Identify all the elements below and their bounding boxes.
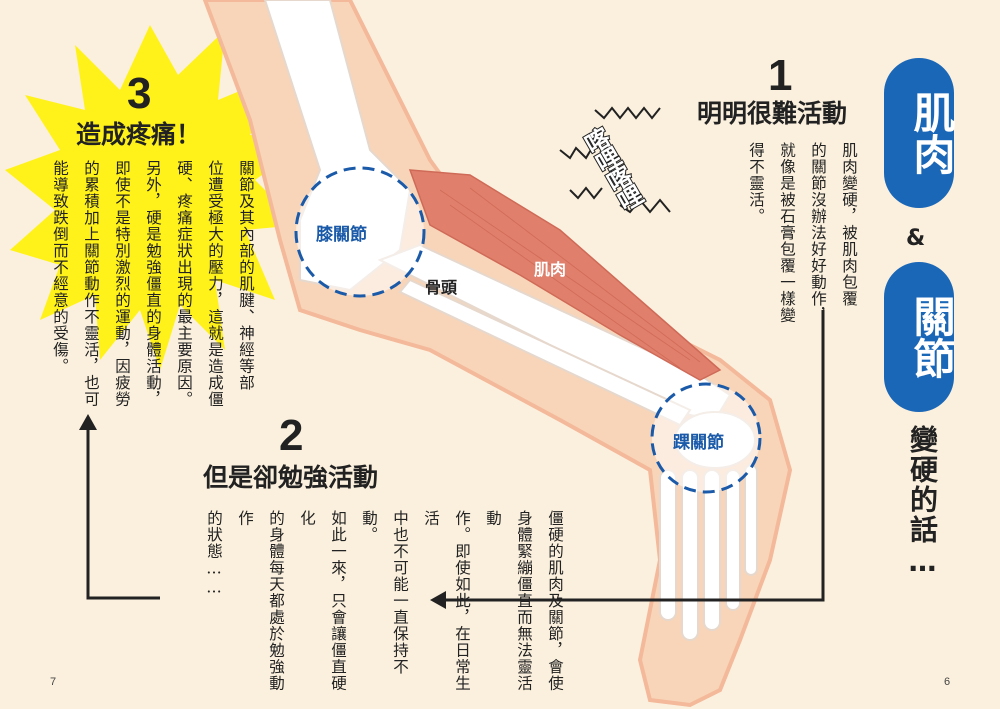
step3-line: 的累積加上關節動作不靈活，也可 <box>82 160 100 408</box>
arrow-head-left <box>430 591 446 609</box>
title-ampersand: & <box>906 226 926 251</box>
creak-zigzag-1 <box>594 106 661 120</box>
title-pill-joint: 關節 <box>884 262 956 412</box>
step1-heading: 明明很難活動 <box>697 99 848 128</box>
flow-line-1-to-2 <box>440 310 825 602</box>
knee-ring <box>294 166 426 298</box>
step3-line: 硬、疼痛症狀出現的最主要原因。 <box>175 160 193 408</box>
step1-line: 就像是被石膏包覆一樣變 <box>778 142 796 324</box>
title-word-muscle: 肌肉 <box>907 91 956 175</box>
step2-line: 的身體每天都處於勉強動作 <box>236 510 285 692</box>
step2-line: 僵硬的肌肉及關節，會使 <box>546 510 564 692</box>
title-subtitle: 變硬的話… <box>906 425 939 580</box>
muscle-label: 肌肉 <box>534 260 567 279</box>
step1-line: 肌肉變硬，被肌肉包覆 <box>840 142 858 307</box>
knee-joint-label: 膝關節 <box>316 225 367 245</box>
muscle-fibers <box>439 187 701 369</box>
creak-zigzag-4 <box>619 198 671 214</box>
step3-line: 能導致跌倒而不經意的受傷。 <box>51 160 69 375</box>
step3-line: 位遭受極大的壓力，這就是造成僵 <box>206 160 224 408</box>
title-word-joint: 關節 <box>907 295 956 379</box>
title-pill-muscle: 肌肉 <box>884 58 956 208</box>
step3-body: 關節及其內部的肌腱、神經等部 位遭受極大的壓力，這就是造成僵 硬、疼痛症狀出現的… <box>44 160 261 415</box>
creak-zigzag-3 <box>569 186 603 200</box>
step1-body: 肌肉變硬，被肌肉包覆 的關節沒辦法好好動作， 就像是被石膏包覆一樣變 得不靈活。 <box>740 142 864 332</box>
step3-line: 另外，硬是勉強僵直的身體活動， <box>144 160 162 408</box>
step2-line: 作。即使如此，在日常生活 <box>422 510 471 692</box>
step3-number: 3 <box>127 69 152 118</box>
step3-line: 關節及其內部的肌腱、神經等部 <box>237 160 255 391</box>
step2-body: 僵硬的肌肉及關節，會使 身體緊繃僵直而無法靈活動 作。即使如此，在日常生活 中也… <box>198 510 570 700</box>
step3-line: 即使不是特別激烈的運動，因疲勞 <box>113 160 131 408</box>
step1-number: 1 <box>768 51 793 100</box>
step2-number: 2 <box>279 411 304 460</box>
step2-line: 中也不可能一直保持不動。 <box>360 510 409 675</box>
step3-heading: 造成疼痛！ <box>76 120 202 149</box>
step2-line: 如此一來，只會讓僵直硬化 <box>298 510 347 692</box>
step2-line: 身體緊繃僵直而無法靈活動 <box>484 510 533 692</box>
step1-line: 的關節沒辦法好好動作， <box>809 142 827 324</box>
creak-zigzag-2 <box>559 146 593 160</box>
step1-line: 得不靈活。 <box>747 142 765 225</box>
ankle-joint-label: 踝關節 <box>673 433 724 453</box>
bone-label: 骨頭 <box>425 278 458 297</box>
burst-shape <box>5 25 310 370</box>
page-number-right: 6 <box>944 676 951 688</box>
step2-heading: 但是卻勉強活動 <box>203 463 379 492</box>
flow-line-2-to-3 <box>86 425 160 600</box>
page-number-left: 7 <box>50 676 57 688</box>
step2-line: 的狀態…… <box>205 510 223 598</box>
arrow-head-up <box>79 414 97 430</box>
ankle-ring <box>650 382 762 494</box>
